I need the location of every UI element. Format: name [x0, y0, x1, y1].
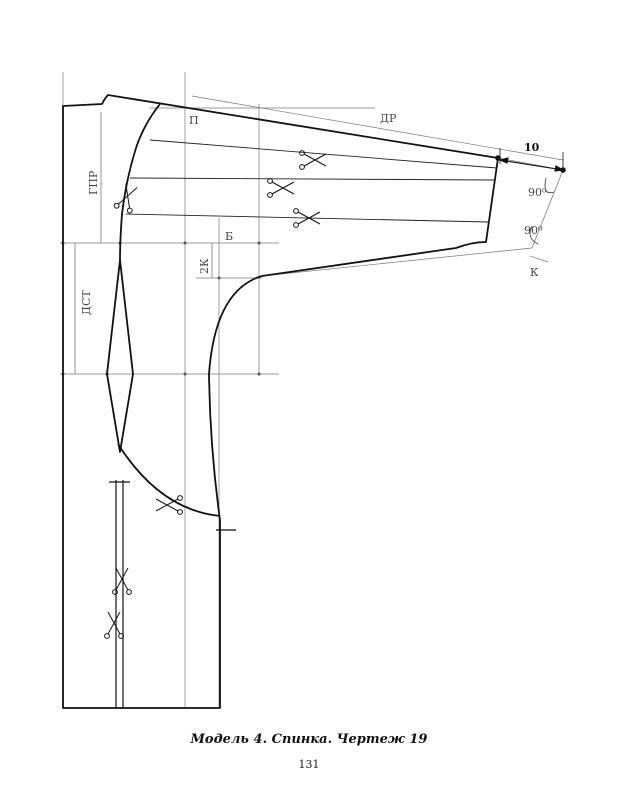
- sleeve-hem-guide: [261, 247, 533, 277]
- scissors-icon: [267, 178, 295, 198]
- scissors-icon: [104, 611, 124, 639]
- angle-top-arc: [544, 177, 555, 194]
- sleeve-cut-lines: [125, 139, 498, 223]
- dimension-10: [495, 148, 566, 173]
- label-point-p: П: [189, 114, 199, 127]
- measurement-lines: [74, 112, 564, 374]
- label-back-waist-length: ДСТ: [80, 290, 93, 315]
- label-point-b: Б: [225, 230, 233, 243]
- label-k: К: [530, 266, 539, 279]
- sleeve-cut-line-3: [125, 213, 490, 223]
- scissors-icon: [112, 567, 132, 595]
- angle-marks: [529, 177, 555, 245]
- scissors-icon: [293, 208, 321, 228]
- raglan-line: [119, 103, 161, 261]
- label-angle-bottom: 90⁰: [524, 224, 543, 237]
- scissors-icon: [299, 150, 327, 170]
- back-outline: [62, 94, 499, 709]
- figure-caption: Модель 4. Спинка. Чертеж 19: [190, 732, 428, 747]
- scissors-symbols: [104, 150, 327, 639]
- label-armhole-depth: ГПР: [87, 170, 100, 195]
- pattern-outline: [62, 94, 499, 709]
- sleeve-cut-line-1: [149, 139, 498, 169]
- k-measure-line: [529, 255, 549, 263]
- sleeve-cut-line-2: [129, 177, 496, 181]
- scissors-icon: [113, 183, 138, 214]
- label-dim-10: 10: [524, 141, 540, 154]
- label-angle-top: 90⁰: [528, 186, 547, 199]
- label-shoulder-length: ДР: [380, 112, 397, 125]
- back-yoke-curve: [117, 443, 221, 517]
- scissors-icon: [155, 495, 183, 515]
- label-two-k: 2К: [198, 258, 211, 274]
- sleeve-end-line: [531, 169, 564, 249]
- back-dart: [106, 259, 134, 453]
- shoulder-dim-line: [191, 95, 564, 161]
- page-number: 131: [298, 758, 320, 771]
- angle-bottom-arc: [529, 225, 539, 245]
